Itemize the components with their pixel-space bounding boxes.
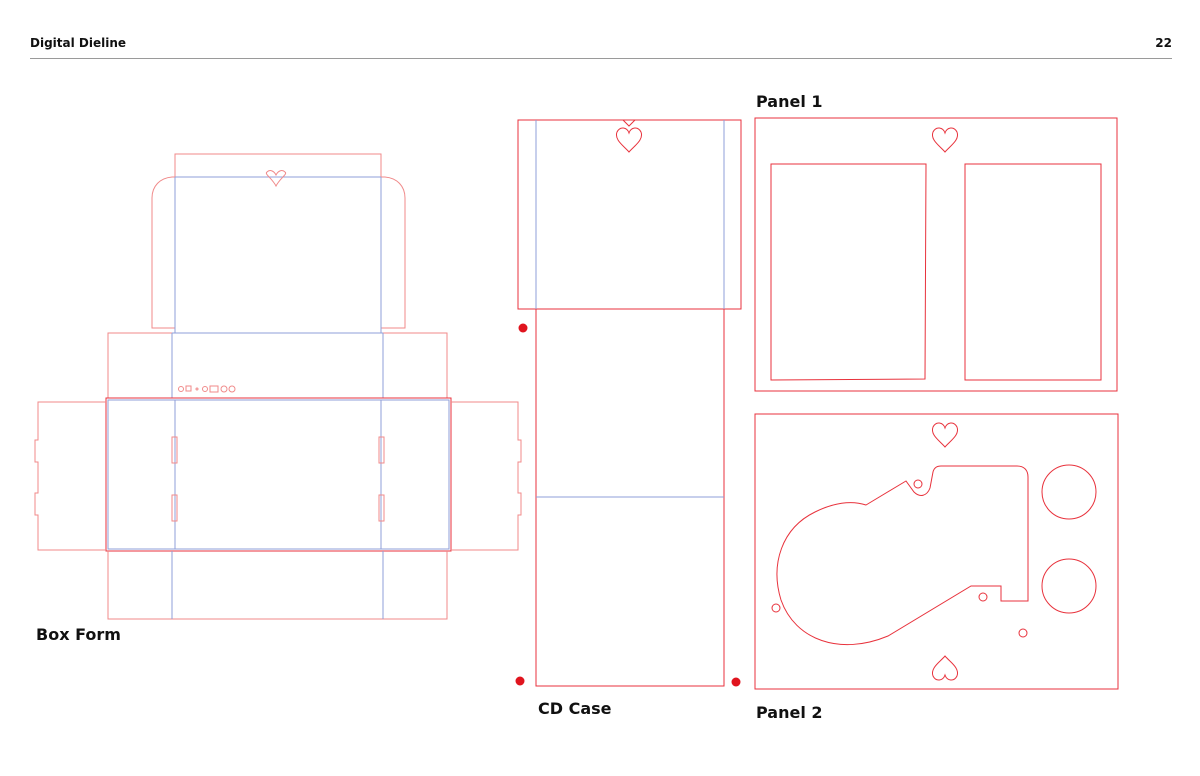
panel-1-outline	[754, 117, 1118, 392]
box-right-wing	[451, 401, 522, 551]
panel-2-outline	[754, 413, 1119, 690]
cd-case-label: CD Case	[538, 699, 612, 718]
panel-1-dieline	[754, 117, 1118, 392]
panel-1-right-window	[964, 163, 1102, 381]
device-cavity	[776, 465, 1029, 645]
box-back-fold	[171, 332, 384, 398]
box-form-label: Box Form	[36, 625, 121, 644]
box-base	[105, 397, 452, 552]
cd-case-notch	[622, 119, 636, 127]
heart-cutout-panel-2-inverted	[931, 655, 959, 681]
box-front-fold	[171, 551, 384, 619]
small-hole	[1018, 628, 1028, 638]
small-hole	[978, 592, 988, 602]
registration-dot	[518, 323, 528, 333]
heart-cutout-panel-2	[931, 422, 959, 448]
panel-2-dieline	[754, 413, 1119, 690]
page-number: 22	[1155, 36, 1172, 50]
heart-cutout-panel-1	[931, 127, 959, 153]
header-rule	[30, 58, 1172, 59]
box-left-wing	[34, 401, 106, 551]
box-lid-fold	[174, 176, 382, 333]
round-cutout	[1041, 464, 1097, 520]
box-front-panel	[107, 551, 448, 620]
registration-dot	[515, 676, 525, 686]
punch-marks	[178, 385, 236, 393]
panel-1-label: Panel 1	[756, 92, 823, 111]
box-lid-tab	[174, 153, 382, 177]
heart-cutout-box	[265, 170, 287, 188]
box-base-inner-folds	[174, 400, 382, 549]
cd-case-top-folds	[535, 120, 725, 309]
side-slots	[171, 436, 385, 522]
box-lid-outline	[151, 176, 406, 329]
box-base-fold	[107, 399, 450, 550]
panel-1-left-window	[770, 163, 927, 381]
cd-case-dieline	[515, 119, 742, 687]
registration-dot	[731, 677, 741, 687]
box-back-panel	[107, 332, 448, 398]
document-title: Digital Dieline	[30, 36, 127, 50]
heart-cutout-cd	[615, 127, 643, 153]
box-form-dieline	[34, 153, 522, 620]
cavity-pin-hole	[913, 479, 923, 489]
small-hole	[771, 603, 781, 613]
cd-case-top-flap	[517, 119, 742, 310]
round-cutout	[1041, 558, 1097, 614]
panel-2-label: Panel 2	[756, 703, 823, 722]
